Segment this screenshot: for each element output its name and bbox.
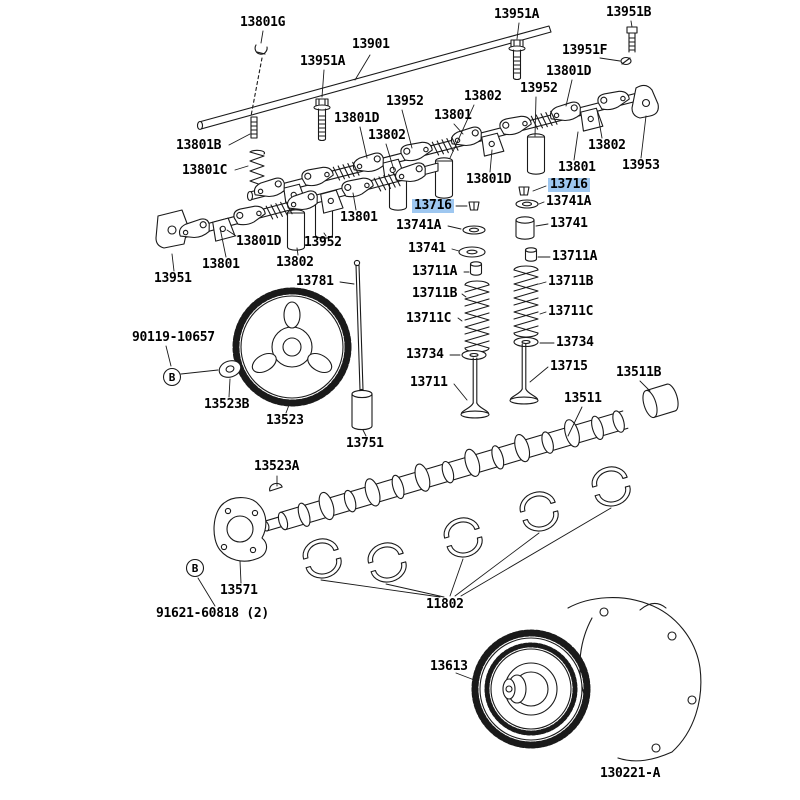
part-label-13716-selected-2[interactable]: 13716 <box>412 198 454 213</box>
part-label-13801-2: 13801 <box>558 160 596 175</box>
spacer-cylinder <box>286 209 306 251</box>
bolt-13951b <box>626 26 638 53</box>
part-label-13952-3: 13952 <box>304 235 342 250</box>
part-label-13801d-4: 13801D <box>236 234 282 249</box>
part-label-13802-1: 13802 <box>464 89 502 104</box>
clip-13801g <box>250 44 268 117</box>
part-label-13801d-3: 13801D <box>466 172 512 187</box>
part-label-13613: 13613 <box>430 659 468 674</box>
valve-components-left <box>458 201 490 419</box>
bolt-marker-2: B <box>185 558 205 578</box>
spacer-cylinder <box>526 133 546 175</box>
bolt-letter: B <box>169 371 176 384</box>
bolt-letter: B <box>192 562 199 575</box>
rocker-assembly-upper <box>246 84 659 208</box>
part-label-13781: 13781 <box>296 274 334 289</box>
part-label-13741-1: 13741 <box>550 216 588 231</box>
part-label-13751: 13751 <box>346 436 384 451</box>
part-label-13901: 13901 <box>352 37 390 52</box>
crankshaft-gear <box>471 629 591 749</box>
part-label-13734-1: 13734 <box>556 335 594 350</box>
part-label-11802: 11802 <box>426 597 464 612</box>
front-plate <box>213 497 268 562</box>
part-label-13571: 13571 <box>220 583 258 598</box>
part-label-13952-2: 13952 <box>520 81 558 96</box>
part-label-13802-3: 13802 <box>588 138 626 153</box>
washer-13523b <box>218 360 242 378</box>
part-label-13951b: 13951B <box>606 5 652 20</box>
part-label-13711a-2: 13711A <box>412 264 458 279</box>
part-label-13711: 13711 <box>410 375 448 390</box>
part-label-13523a: 13523A <box>254 459 300 474</box>
part-label-13711b-2: 13711B <box>412 286 458 301</box>
part-label-13711a-1: 13711A <box>552 249 598 264</box>
diagram-code: 130221-A <box>600 766 661 781</box>
camshaft-plug <box>642 383 679 419</box>
part-label-13801-1: 13801 <box>434 108 472 123</box>
bolt-13951a-left <box>313 98 331 142</box>
part-label-13801d-2: 13801D <box>334 111 380 126</box>
part-label-13802-4: 13802 <box>276 255 314 270</box>
part-label-13711c-2: 13711C <box>406 311 452 326</box>
part-label-13951: 13951 <box>154 271 192 286</box>
key-13523a <box>269 482 283 492</box>
part-label-13715: 13715 <box>550 359 588 374</box>
bolt-13951a-top <box>508 39 526 81</box>
part-label-91621-60818: 91621-60818 (2) <box>156 606 269 621</box>
rocker-assembly-lower <box>155 160 439 249</box>
part-label-13801-4: 13801 <box>202 257 240 272</box>
part-label-13711b-1: 13711B <box>548 274 594 289</box>
rocker-shaft-rod <box>196 25 552 131</box>
part-label-13711c-1: 13711C <box>548 304 594 319</box>
part-label-13741-2: 13741 <box>408 241 446 256</box>
part-label-13801-3: 13801 <box>340 210 378 225</box>
camshaft <box>261 410 629 532</box>
leader-lines <box>165 20 651 682</box>
part-label-13523: 13523 <box>266 413 304 428</box>
part-label-13801c: 13801C <box>182 163 228 178</box>
part-label-13951a-1: 13951A <box>494 7 540 22</box>
stud-13801b <box>250 116 258 139</box>
part-label-13801g: 13801G <box>240 15 286 30</box>
part-label-13951f: 13951F <box>562 43 608 58</box>
spring-13801c <box>249 149 266 187</box>
part-label-13951a-2: 13951A <box>300 54 346 69</box>
valve-components-right <box>509 186 539 405</box>
part-label-13952-1: 13952 <box>386 94 424 109</box>
bolt-marker-1: B <box>162 367 182 387</box>
part-label-13801b: 13801B <box>176 138 222 153</box>
part-label-13802-2: 13802 <box>368 128 406 143</box>
part-label-13523b: 13523B <box>204 397 250 412</box>
part-label-13716-selected-1[interactable]: 13716 <box>548 177 590 192</box>
part-label-13511b: 13511B <box>616 365 662 380</box>
part-label-13801d-1: 13801D <box>546 64 592 79</box>
part-label-13953: 13953 <box>622 158 660 173</box>
part-label-13511: 13511 <box>564 391 602 406</box>
part-label-90119-10657: 90119-10657 <box>132 330 215 345</box>
part-label-13734-2: 13734 <box>406 347 444 362</box>
part-label-13741a-1: 13741A <box>546 194 592 209</box>
pushrod <box>353 259 365 396</box>
valve-lifter <box>351 389 373 431</box>
clip-13951f <box>620 56 632 66</box>
camshaft-timing-gear <box>232 287 352 407</box>
part-label-13741a-2: 13741A <box>396 218 442 233</box>
